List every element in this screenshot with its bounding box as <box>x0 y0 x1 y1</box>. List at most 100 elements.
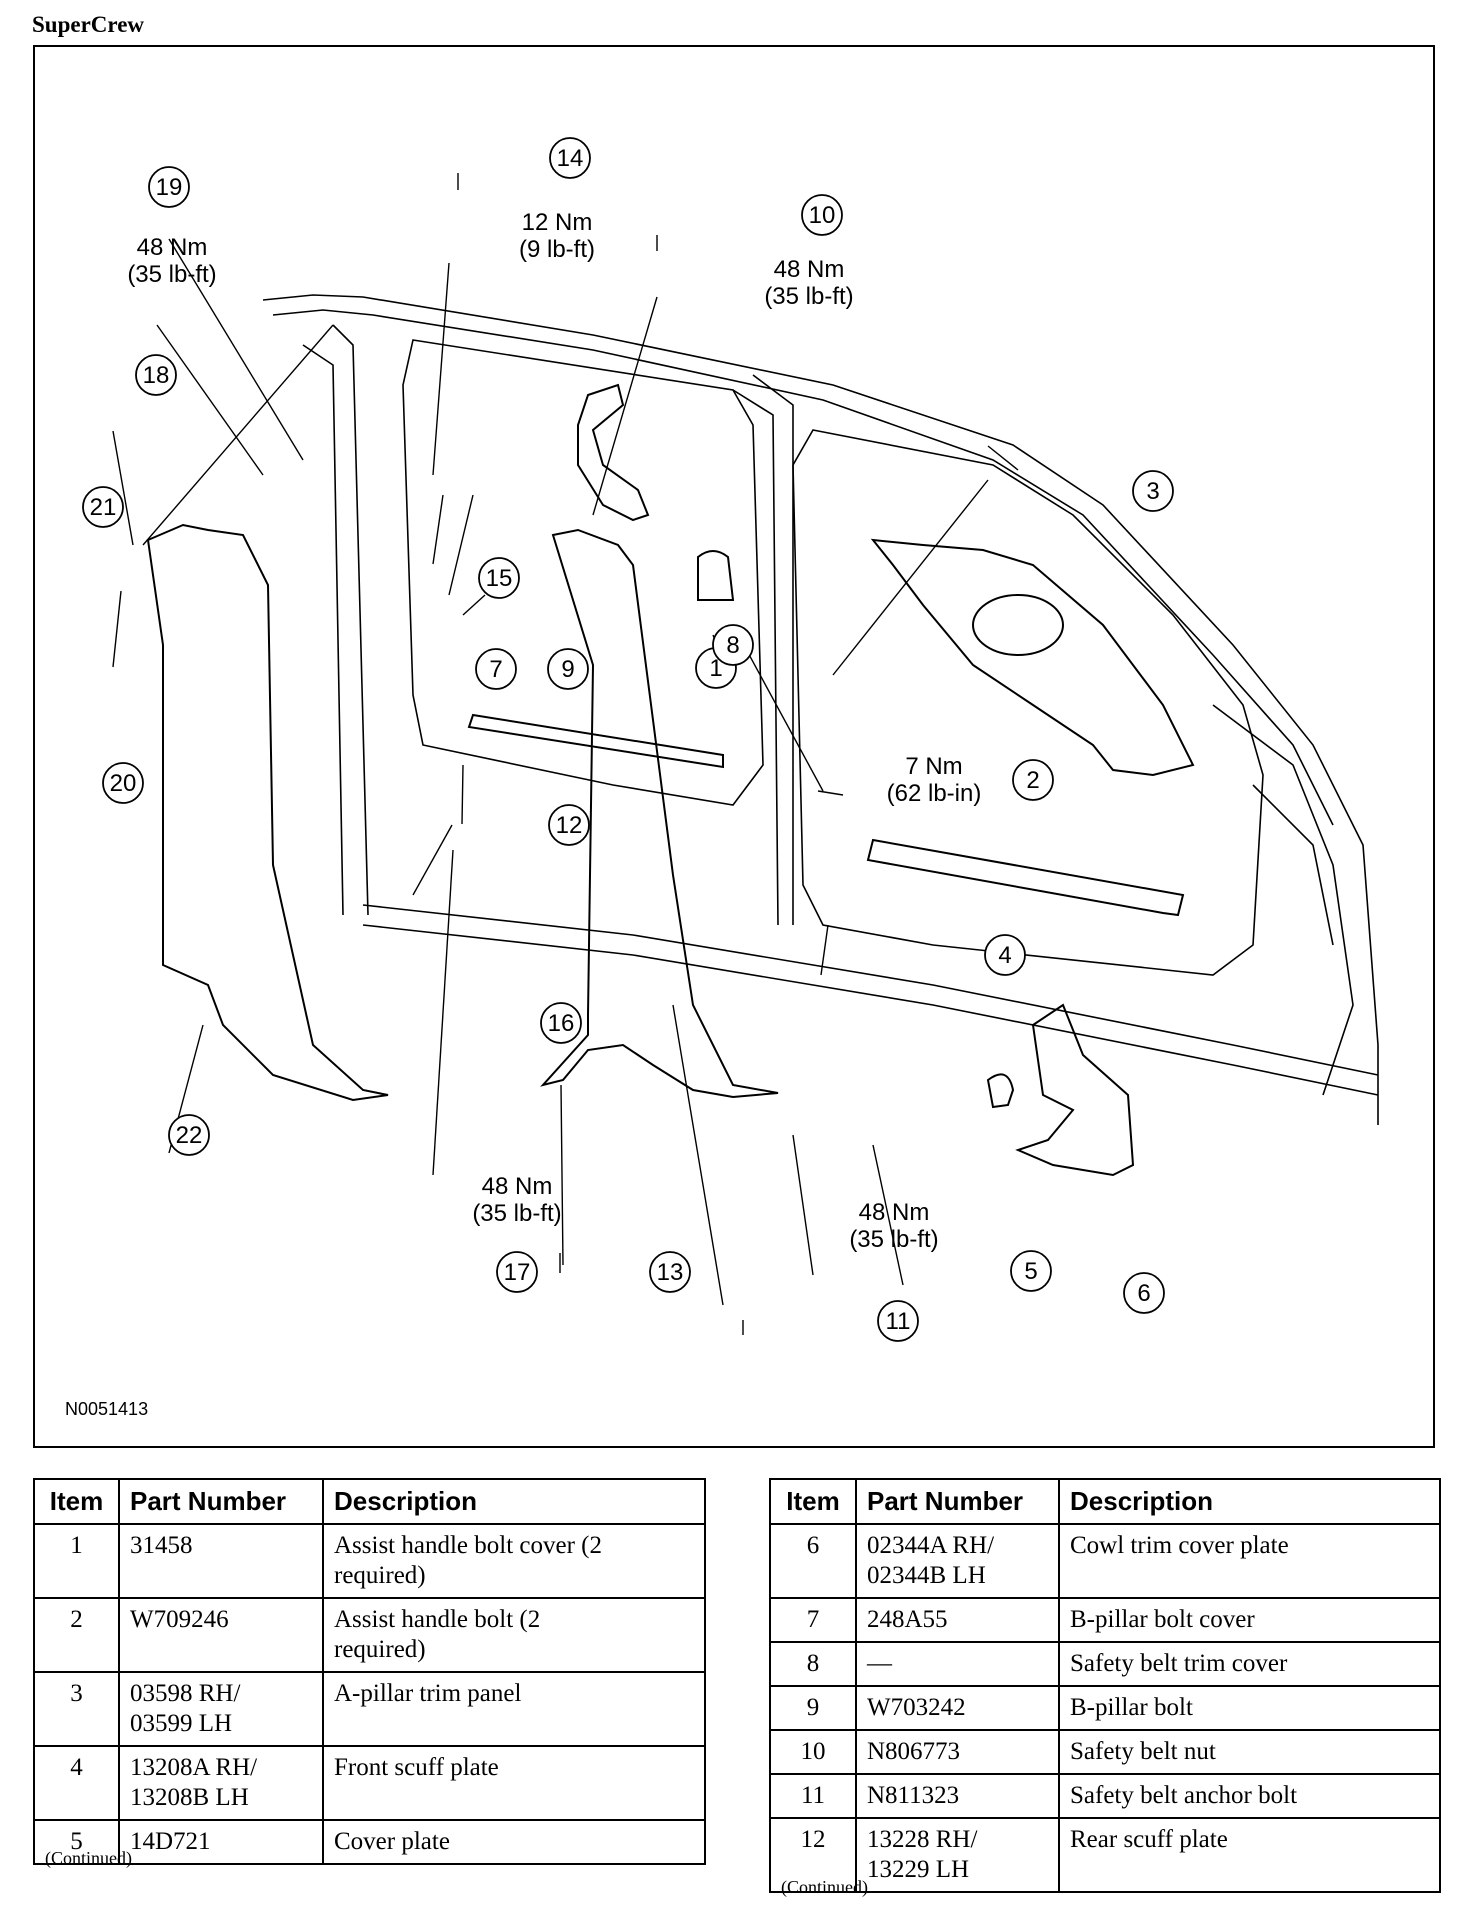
callout-17: 17 <box>504 1259 531 1286</box>
callout-14: 14 <box>557 145 584 172</box>
item-number-cell: 10 <box>769 1729 857 1775</box>
table-row: 10 N806773 Safety belt nut <box>769 1729 1441 1775</box>
callout-1: 1 <box>709 655 722 682</box>
callout-2: 2 <box>1026 767 1039 794</box>
description-line: Assist handle bolt cover (2 <box>334 1532 603 1559</box>
figure-id: N0051413 <box>65 1399 148 1419</box>
callout-21: 21 <box>90 494 117 521</box>
assist-handle <box>577 383 650 522</box>
part-number-cell: 13228 RH/13229 LH <box>855 1817 1060 1893</box>
header-item: Item <box>33 1478 120 1525</box>
callout-12: 12 <box>556 812 583 839</box>
description-cell: A-pillar trim panel <box>322 1671 706 1747</box>
item-number-cell: 9 <box>769 1685 857 1731</box>
callout-11: 11 <box>886 1308 911 1335</box>
torque-specs: 48 Nm (35 lb-ft) 12 Nm (9 lb-ft) 48 Nm (… <box>127 209 981 1253</box>
torque-17-nm: 48 Nm <box>482 1173 553 1200</box>
safety-belt-trim-cover <box>697 550 735 601</box>
part-number-cell: 02344A RH/02344B LH <box>855 1523 1060 1599</box>
a-pillar-trim <box>870 538 1195 777</box>
callout-16: 16 <box>548 1010 575 1037</box>
callout-13: 13 <box>657 1259 684 1286</box>
part-number-cell: 31458 <box>118 1523 324 1599</box>
description-cell: Safety belt trim cover <box>1058 1641 1441 1687</box>
part-number-cell: W709246 <box>118 1597 324 1673</box>
item-number-cell: 7 <box>769 1597 857 1643</box>
item-number-cell: 11 <box>769 1773 857 1819</box>
torque-2-nm: 7 Nm <box>905 753 962 780</box>
part-number-line: 13208B LH <box>130 1784 249 1811</box>
part-number-line: 14D721 <box>130 1828 211 1855</box>
part-number-cell: 14D721 <box>118 1819 324 1865</box>
part-number-line: N806773 <box>867 1738 961 1765</box>
vehicle-body-outline <box>262 294 1379 1125</box>
torque-10-lbft: (35 lb-ft) <box>764 283 853 310</box>
description-cell: Cowl trim cover plate <box>1058 1523 1441 1599</box>
callout-15: 15 <box>486 565 513 592</box>
continued-note-right: (Continued) <box>781 1877 868 1897</box>
part-number-line: N811323 <box>867 1782 960 1809</box>
torque-17-lbft: (35 lb-ft) <box>472 1200 561 1227</box>
description-line: Cover plate <box>334 1828 450 1855</box>
cowl-trim <box>1015 1003 1135 1177</box>
description-line: A-pillar trim panel <box>334 1680 522 1707</box>
description-cell: B-pillar bolt <box>1058 1685 1441 1731</box>
part-number-line: 31458 <box>130 1532 193 1559</box>
leader-lines <box>112 173 1019 1335</box>
description-line: Safety belt nut <box>1070 1738 1216 1765</box>
torque-11-nm: 48 Nm <box>859 1199 930 1226</box>
rear-scuff-plate <box>467 713 724 769</box>
part-number-line: 02344B LH <box>867 1562 986 1589</box>
callout-8: 8 <box>726 632 739 659</box>
torque-14-lbft: (9 lb-ft) <box>519 236 595 263</box>
description-line: B-pillar bolt <box>1070 1694 1193 1721</box>
part-number-line: W703242 <box>867 1694 966 1721</box>
part-number-line: 13208A RH/ <box>130 1754 258 1781</box>
table-row: 9 W703242 B-pillar bolt <box>769 1685 1441 1731</box>
description-cell: Rear scuff plate <box>1058 1817 1441 1893</box>
table-header-row: Item Part Number Description <box>33 1478 706 1525</box>
callout-18: 18 <box>143 362 170 389</box>
item-number-cell: 6 <box>769 1523 857 1599</box>
part-number-line: 03598 RH/ <box>130 1680 241 1707</box>
callout-numbers: 1 2 3 4 5 6 7 8 9 10 11 12 13 14 15 16 1… <box>90 145 1160 1335</box>
trim-parts <box>146 383 1195 1177</box>
b-pillar-trim <box>540 528 779 1099</box>
continued-note-left: (Continued) <box>45 1848 132 1868</box>
item-number-cell: 12 <box>769 1817 857 1893</box>
torque-14-nm: 12 Nm <box>522 209 593 236</box>
part-number-cell: W703242 <box>855 1685 1060 1731</box>
part-number-line: — <box>867 1650 892 1677</box>
front-scuff-plate <box>866 838 1185 917</box>
part-number-cell: 248A55 <box>855 1597 1060 1643</box>
description-line: Safety belt trim cover <box>1070 1650 1288 1677</box>
description-line: Front scuff plate <box>334 1754 499 1781</box>
description-cell: Cover plate <box>322 1819 706 1865</box>
header-description: Description <box>1058 1478 1441 1525</box>
cover-plate <box>986 1073 1015 1109</box>
torque-2-lbin: (62 lb-in) <box>887 780 982 807</box>
torque-11-lbft: (35 lb-ft) <box>849 1226 938 1253</box>
description-cell: Assist handle bolt cover (2 required) <box>322 1523 706 1599</box>
callout-22: 22 <box>176 1122 203 1149</box>
header-part-number: Part Number <box>855 1478 1060 1525</box>
description-cell: Safety belt nut <box>1058 1729 1441 1775</box>
part-number-cell: 03598 RH/03599 LH <box>118 1671 324 1747</box>
description-cell: Front scuff plate <box>322 1745 706 1821</box>
callout-5: 5 <box>1024 1258 1037 1285</box>
diagram-frame <box>33 45 1435 1448</box>
description-line: Cowl trim cover plate <box>1070 1532 1289 1559</box>
part-number-line: W709246 <box>130 1606 229 1633</box>
description-line: required) <box>334 1562 426 1589</box>
part-number-cell: N806773 <box>855 1729 1060 1775</box>
header-part-number: Part Number <box>118 1478 324 1525</box>
